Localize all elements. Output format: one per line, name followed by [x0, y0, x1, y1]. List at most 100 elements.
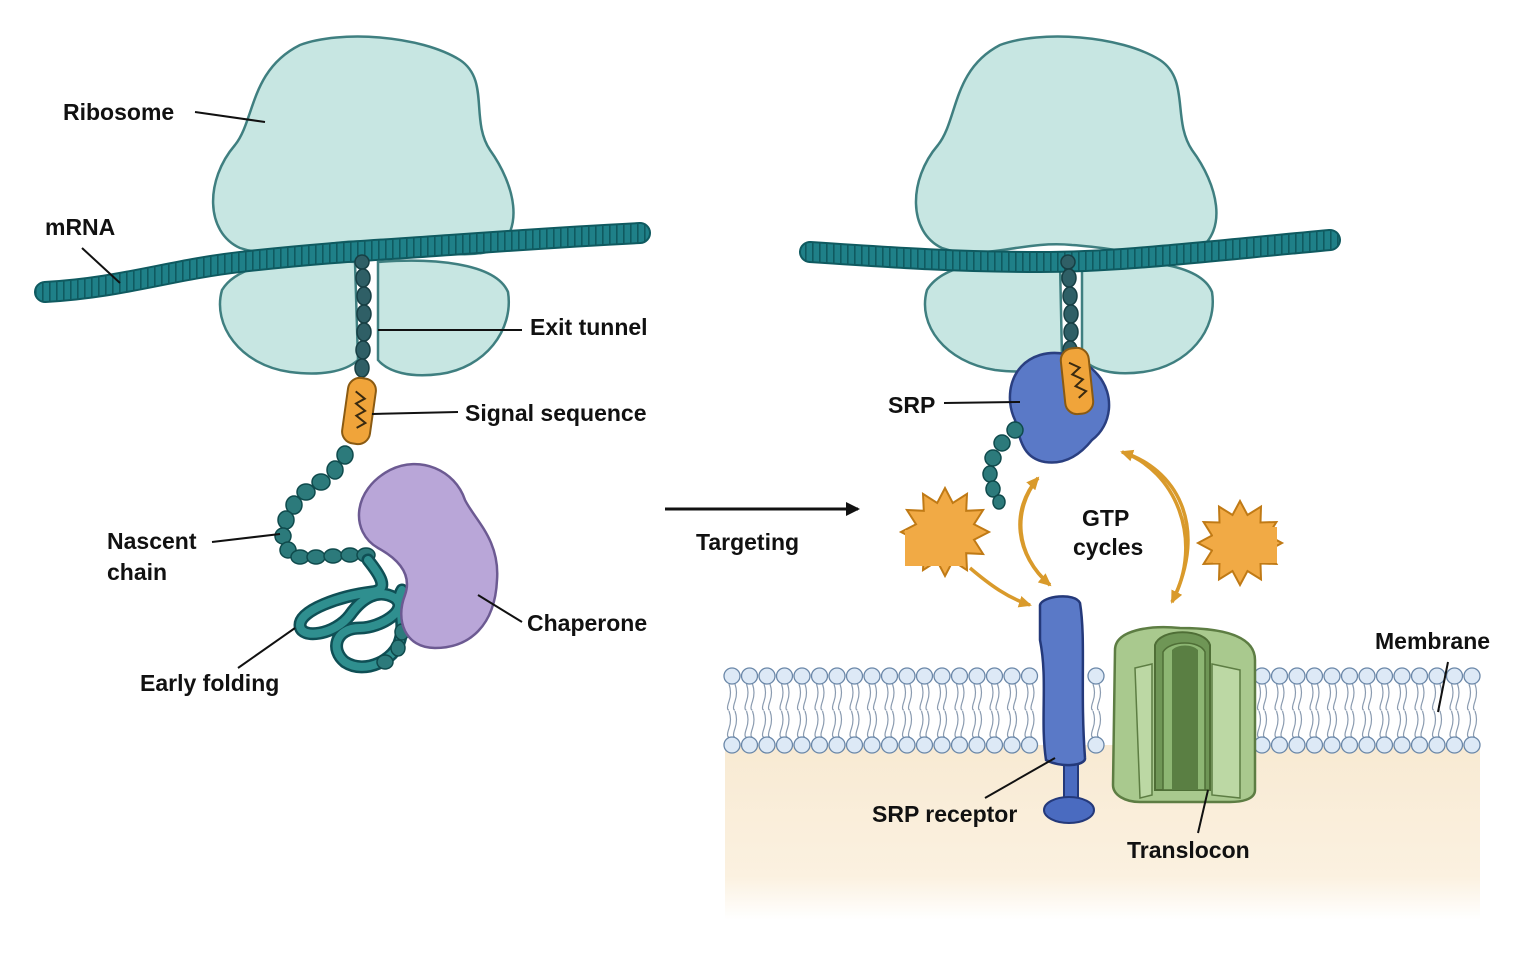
lipid-tail: [901, 683, 907, 711]
lipid-tail: [954, 710, 959, 738]
lipid-tail: [1030, 710, 1035, 738]
lipid-tail: [1315, 710, 1320, 738]
label-signal-sequence: Signal sequence: [465, 400, 647, 426]
label-nascent-line1: Nascent: [107, 528, 197, 554]
lipid-tail: [1096, 683, 1102, 711]
lipid-head: [1428, 736, 1446, 754]
lipid-tail: [814, 683, 819, 711]
lipid-tail: [960, 683, 965, 711]
lipid-head: [1020, 667, 1039, 685]
lipid-tail: [1309, 710, 1314, 738]
lipid-tail: [1379, 710, 1384, 738]
lipid-tail: [837, 710, 843, 738]
lipid-head: [1393, 736, 1411, 754]
lipid-tail: [1367, 710, 1373, 738]
lipid-head: [810, 736, 829, 754]
lipid-tail: [849, 683, 854, 711]
lipid-tail: [726, 683, 732, 711]
lipid-tail: [919, 683, 924, 711]
lipid-head: [740, 736, 759, 754]
lipid-tail: [820, 710, 825, 738]
lumen-band: [725, 745, 1480, 920]
lipid-tail: [1262, 710, 1268, 738]
lipid-tail: [1420, 683, 1425, 711]
lipid-head: [880, 667, 899, 685]
label-membrane: Membrane: [1375, 628, 1490, 654]
lipid-head: [845, 736, 864, 754]
lipid-tail: [1012, 710, 1018, 738]
ribosome-small-subunit-right: [376, 259, 511, 377]
lipid-tail: [1449, 683, 1454, 711]
lipid-tail: [977, 683, 983, 711]
lipid-tail: [1385, 683, 1390, 711]
lipid-tail: [1402, 710, 1408, 738]
lipid-tail: [1006, 683, 1012, 711]
lipid-tail: [1297, 710, 1303, 738]
lipid-tail: [925, 683, 930, 711]
lipid-tail: [779, 683, 784, 711]
lipid-tail: [1274, 683, 1279, 711]
lipid-head: [845, 667, 864, 685]
srp-receptor-shape: [1038, 595, 1095, 824]
lipid-tail: [761, 683, 767, 711]
chaperone-shape: [357, 462, 499, 650]
lipid-tail: [1361, 710, 1367, 738]
lipid-tail: [942, 710, 948, 738]
lipid-tail: [1326, 710, 1332, 738]
label-early-folding: Early folding: [140, 670, 279, 696]
lipid-tail: [785, 683, 790, 711]
lipid-tail: [1455, 683, 1460, 711]
lipid-tail: [1280, 710, 1285, 738]
lipid-tail: [726, 710, 732, 738]
lipid-tail: [1350, 683, 1355, 711]
lipid-tail: [907, 710, 913, 738]
lipid-tail: [995, 710, 1000, 738]
lipid-head: [723, 736, 741, 754]
lipid-head: [1003, 736, 1021, 754]
lipid-head: [810, 667, 829, 685]
label-chaperone: Chaperone: [527, 610, 647, 636]
lipid-tail: [1466, 710, 1472, 738]
lipid-tail: [855, 683, 860, 711]
lipid-tail: [1361, 683, 1367, 711]
label-srp: SRP: [888, 392, 935, 418]
ribosome-large-subunit: [211, 35, 515, 256]
lipid-tail: [1402, 683, 1408, 711]
lipid-tail: [779, 710, 784, 738]
lipid-head: [915, 667, 934, 685]
lipid-head: [828, 736, 846, 754]
lipid-head: [968, 667, 986, 685]
lipid-tail: [1396, 710, 1402, 738]
lipid-head: [880, 736, 899, 754]
lipid-head: [863, 667, 881, 685]
lipid-tail: [989, 710, 994, 738]
gtp-cycle-arrows: [968, 449, 1190, 608]
lipid-head: [1087, 736, 1105, 754]
gtp-burst-left: [898, 485, 992, 579]
lipid-head: [1463, 667, 1481, 685]
lipid-head: [1393, 667, 1411, 685]
lipid-tail: [989, 683, 994, 711]
lipid-tail: [884, 710, 889, 738]
lipid-tail: [1315, 683, 1320, 711]
srp-shape: [1008, 351, 1111, 464]
lipid-tail: [936, 683, 942, 711]
lipid-tail: [907, 683, 913, 711]
lipid-tail: [1420, 710, 1425, 738]
label-gtp-line1: GTP: [1082, 505, 1129, 531]
lipid-tail: [942, 683, 948, 711]
lipid-tail: [1344, 710, 1349, 738]
left-ribosome-assembly: [34, 35, 651, 674]
lipid-head: [1340, 736, 1359, 754]
lipid-tail: [802, 683, 808, 711]
lipid-head: [1358, 667, 1376, 685]
lipid-tail: [802, 710, 808, 738]
translocon-shape: [1111, 625, 1257, 804]
lipid-tail: [925, 710, 930, 738]
lipid-head: [793, 736, 811, 754]
lipid-tail: [1396, 683, 1402, 711]
lipid-tail: [1090, 710, 1096, 738]
lipid-tail: [761, 710, 767, 738]
lipid-tail: [1431, 710, 1437, 738]
lipid-head: [968, 736, 986, 754]
